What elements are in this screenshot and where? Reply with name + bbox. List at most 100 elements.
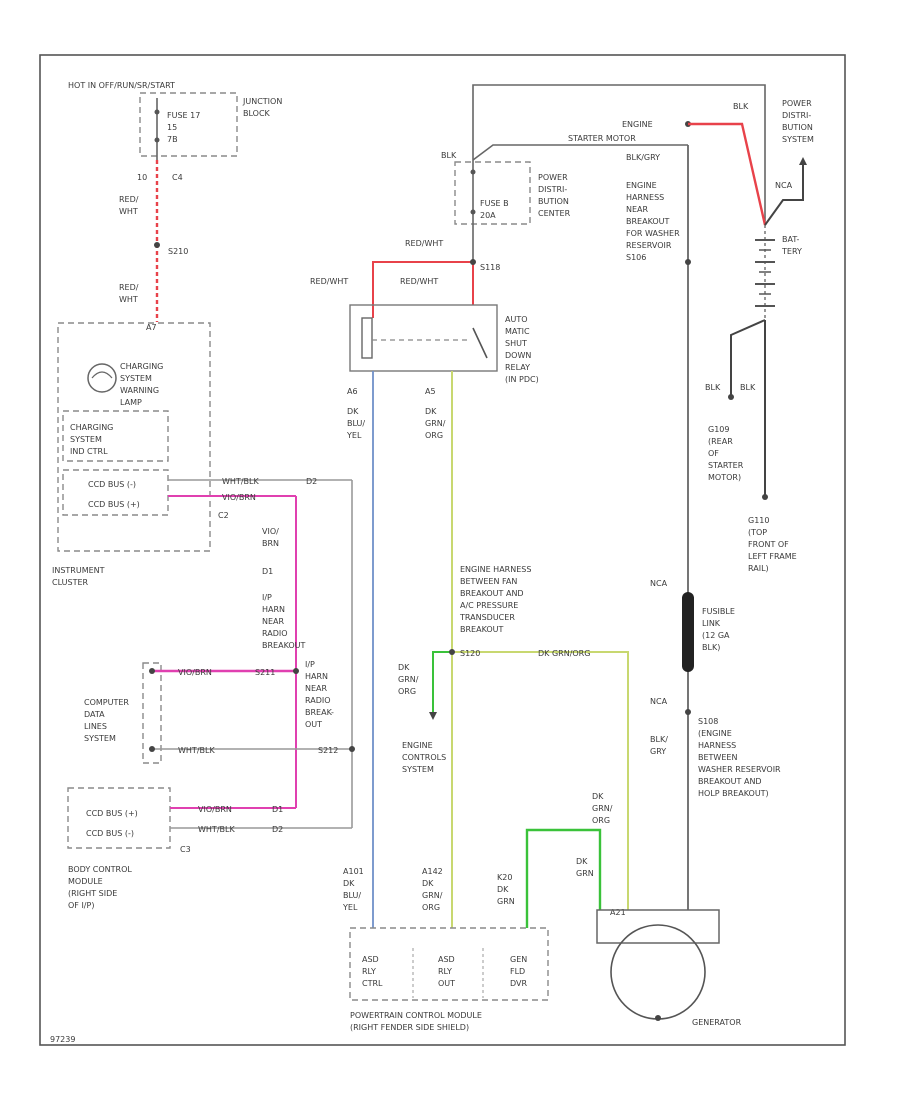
- d2b-label: D2: [272, 825, 283, 834]
- fuse-17-top-terminal: [154, 109, 160, 115]
- red-wht-wire-label-1: RED/ WHT: [119, 195, 141, 216]
- red-wht-wire-label-2: RED/ WHT: [119, 283, 141, 304]
- vio-brn-label-2: VIO/BRN: [178, 668, 212, 677]
- d1-label: D1: [262, 567, 273, 576]
- battery-label: BAT- TERY: [781, 235, 802, 256]
- dk-grn-org-engine-controls-wire: [432, 651, 452, 712]
- red-wht-relay-coil-wire: [372, 261, 473, 318]
- red-wht-label-3: RED/WHT: [405, 239, 443, 248]
- blk-battery-label: BLK: [733, 102, 749, 111]
- s118-label: S118: [480, 263, 500, 272]
- ip-harn-label-2: I/P HARN NEAR RADIO BREAK- OUT: [305, 660, 336, 729]
- asd-relay-label: AUTO MATIC SHUT DOWN RELAY (IN PDC): [505, 315, 539, 384]
- wht-blk-label-2: WHT/BLK: [178, 746, 215, 755]
- nca-pdc-feed-wire: [764, 165, 804, 226]
- red-wht-label-5: RED/WHT: [400, 277, 438, 286]
- dk-grn-org-label-2: DK GRN/ORG: [538, 649, 590, 658]
- splice-s211: [293, 668, 299, 674]
- ip-harn-label-1: I/P HARN NEAR RADIO BREAKOUT: [262, 593, 306, 650]
- warning-lamp-bulb-icon: [87, 363, 117, 393]
- vio-brn-vert-label: VIO/ BRN: [262, 527, 281, 548]
- splice-s210: [154, 242, 160, 248]
- pcm-cell-gen-fld-label: GEN FLD DVR: [510, 955, 530, 988]
- engine-harness-label-2: ENGINE HARNESS NEAR BREAKOUT FOR WASHER …: [626, 181, 682, 262]
- s108-label: S108 (ENGINE HARNESS BETWEEN WASHER RESE…: [698, 717, 783, 798]
- powertrain-control-module-box: [349, 927, 549, 1001]
- a7-pin-label: A7: [146, 323, 157, 332]
- dk-grn-org-label: DK GRN/ ORG: [425, 407, 448, 440]
- blk-top-label: BLK: [441, 151, 457, 160]
- cluster-ccd-bus-box: [62, 469, 169, 516]
- fusible-link-icon: [682, 592, 694, 672]
- k20-label: K20 DK GRN: [497, 873, 515, 906]
- blk-label-1: BLK: [705, 383, 721, 392]
- wht-blk-label-3: WHT/BLK: [198, 825, 235, 834]
- fusible-link-label: FUSIBLE LINK (12 GA BLK): [702, 607, 737, 652]
- relay-switch-contact-icon: [472, 327, 488, 359]
- d1b-label: D1: [272, 805, 283, 814]
- dk-grn-org-label-3: DK GRN/ ORG: [398, 663, 421, 696]
- vio-brn-label-3: VIO/BRN: [198, 805, 232, 814]
- fuse-17-label: FUSE 17 15 7B: [167, 111, 203, 144]
- ground-g110-terminal: [762, 494, 768, 500]
- a5-label: A5: [425, 387, 436, 396]
- starter-motor-feed-wire: [472, 144, 688, 161]
- pdc-fuse-box: [454, 161, 531, 225]
- generator-icon: [610, 924, 706, 1020]
- g110-label: G110 (TOP FRONT OF LEFT FRAME RAIL): [748, 516, 799, 573]
- fuse-17-bottom-terminal: [154, 137, 160, 143]
- engine-top-label: ENGINE: [622, 120, 653, 129]
- splice-s118: [470, 259, 476, 265]
- starter-motor-top-label: STARTER MOTOR: [568, 134, 636, 143]
- blk-gry-mid-label: BLK/ GRY: [650, 735, 670, 756]
- wht-blk-label-1: WHT/BLK: [222, 477, 259, 486]
- splice-s212: [349, 746, 355, 752]
- junction-block-box: [139, 92, 238, 157]
- diagram-frame: [39, 54, 846, 1046]
- generator-ground-terminal: [655, 1015, 661, 1021]
- bcm-ccd-bus-minus-label: CCD BUS (-): [86, 829, 134, 838]
- charging-ind-ctrl-box: [62, 410, 169, 462]
- relay-coil-icon: [361, 317, 373, 359]
- hot-in-run-label: HOT IN OFF/RUN/SR/START: [68, 81, 175, 90]
- s211-label: S211: [255, 668, 275, 677]
- nca-top-label: NCA: [775, 181, 793, 190]
- warning-lamp-filament-icon: [91, 371, 113, 379]
- dk-grn-right-label: DK GRN: [576, 857, 594, 878]
- body-control-module-label: BODY CONTROL MODULE (RIGHT SIDE OF I/P): [68, 865, 134, 910]
- a142-label: A142 DK GRN/ ORG: [422, 867, 445, 912]
- fuse-b-bottom-terminal: [470, 209, 476, 215]
- splice-s106: [685, 259, 691, 265]
- a6-label: A6: [347, 387, 358, 396]
- blk-label-2: BLK: [740, 383, 756, 392]
- pcm-cell-asd-out-label: ASD RLY OUT: [438, 955, 457, 988]
- junction-block-label: JUNCTION BLOCK: [242, 97, 285, 118]
- dk-grn-field-driver-wire: [525, 828, 602, 928]
- s120-label: S120: [460, 649, 480, 658]
- nca-mid-label: NCA: [650, 579, 668, 588]
- blk-ground-cable-g109: [730, 319, 766, 395]
- instrument-cluster-label: INSTRUMENT CLUSTER: [52, 566, 107, 587]
- pcm-cell-asd-ctrl-label: ASD RLY CTRL: [362, 955, 383, 988]
- splice-s108: [685, 709, 691, 715]
- asd-relay-box: [349, 304, 498, 372]
- computer-data-lines-box: [142, 662, 162, 764]
- data-lines-terminal-minus: [149, 746, 155, 752]
- splice-s210-label: S210: [168, 247, 188, 256]
- cluster-ccd-bus-plus-label: CCD BUS (+): [88, 500, 140, 509]
- cluster-c2-label: C2: [218, 511, 229, 520]
- figure-code: 97239: [50, 1035, 75, 1044]
- computer-data-lines-label: COMPUTER DATA LINES SYSTEM: [84, 698, 132, 743]
- blk-red-battery-cable: [688, 122, 767, 226]
- g109-label: G109 (REAR OF STARTER MOTOR): [708, 425, 746, 482]
- cluster-ccd-bus-minus-label: CCD BUS (-): [88, 480, 136, 489]
- dk-blu-yel-label: DK BLU/ YEL: [346, 407, 368, 440]
- pdc-feed-arrow-icon: [799, 157, 807, 165]
- splice-s120: [449, 649, 455, 655]
- battery-icon: [755, 225, 775, 320]
- fuse-b-label: FUSE B 20A: [480, 199, 511, 220]
- s212-label: S212: [318, 746, 338, 755]
- c4-connector-label: C4: [172, 173, 183, 182]
- blk-battery-feed-wire: [472, 84, 766, 225]
